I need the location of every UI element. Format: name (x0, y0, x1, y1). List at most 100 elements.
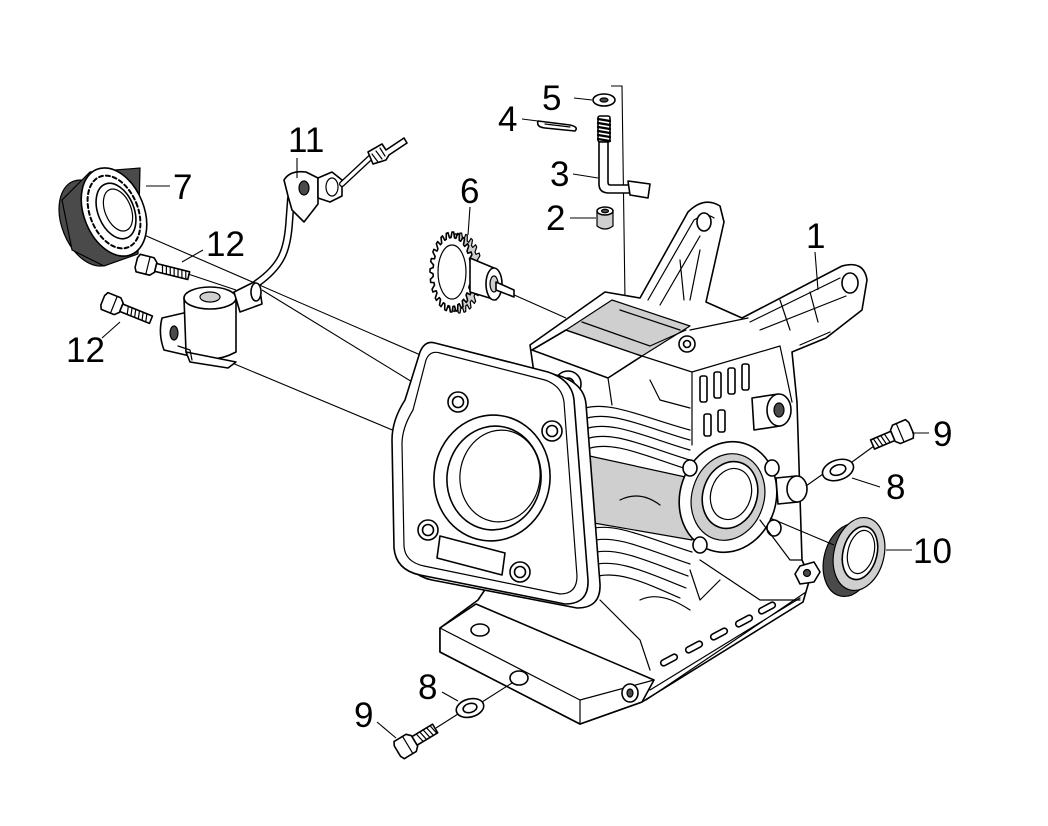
sensor-wire-inner (340, 154, 374, 186)
cooling-fin (583, 435, 691, 461)
flange-bolt-hole-inner (421, 523, 435, 537)
spring-coils (596, 117, 612, 143)
cylinder-bore-wall (459, 429, 541, 523)
leader-washer8-to-base (481, 682, 513, 703)
oil-pan-slot (757, 601, 777, 615)
callout-11: 11 (288, 121, 324, 160)
cooling-fin (582, 425, 691, 451)
part-12-bolt-upper (134, 253, 191, 281)
bolt-shank (411, 723, 439, 746)
callout-12-lower: 12 (66, 331, 105, 370)
bearing-boss-inner (709, 467, 753, 521)
bolt-head (100, 291, 124, 316)
callout-8-bottom: 8 (418, 668, 437, 707)
bolt-head-edge (401, 735, 414, 755)
part-9-bolt-bottom (393, 723, 439, 760)
leader-bearing-to-case (127, 227, 433, 361)
boss-bolt-hole (692, 536, 708, 554)
governor-shaft-hole (682, 339, 692, 349)
callout-leaders (101, 97, 929, 739)
sensor-top-boss (199, 291, 221, 303)
callout-8-right: 8 (886, 468, 905, 507)
leader-sensor-to-case (261, 289, 423, 389)
callout-leader-12-upper (181, 249, 204, 263)
frame-slot (717, 409, 726, 433)
bolt-head-edge (109, 295, 118, 314)
bolt-head-edge (895, 422, 905, 443)
shaft-paddle (627, 180, 651, 199)
mounting-arm-right (689, 277, 847, 346)
bolt-shank (153, 262, 191, 281)
base-hole (470, 623, 490, 637)
oil-pan-side (645, 591, 807, 701)
short-leader-lines (187, 273, 875, 729)
bearing-bore (102, 188, 134, 232)
bolt-thread (872, 433, 891, 448)
terminal-ribs (371, 147, 386, 163)
cylinder-flange-inner (401, 351, 578, 595)
part-7-ball-bearing (58, 167, 148, 267)
callout-leader-6 (467, 206, 471, 236)
part-3-governor-shaft (598, 141, 651, 199)
bearing-ball-track (86, 174, 142, 250)
part-6-governor-gear (429, 231, 515, 314)
frame-slot (741, 363, 750, 391)
side-boss-end (786, 475, 808, 503)
washer-hole (599, 97, 609, 103)
flange-bolt-hole-inner (451, 395, 465, 409)
part-12-bolt-lower (100, 291, 154, 325)
gear-spindle (495, 281, 515, 298)
lower-casing-edge (689, 519, 803, 601)
sensor-terminal (367, 137, 408, 165)
callout-6: 6 (460, 172, 479, 211)
top-cavity-edge (581, 309, 687, 347)
seal-bore (846, 529, 876, 575)
leader-bolt12-to-sensor (187, 273, 237, 291)
part-2-bushing (596, 206, 614, 230)
part-11-oil-sensor-cable (252, 137, 408, 288)
governor-gear-teeth (429, 231, 475, 313)
mounting-arm-left-hole (696, 212, 712, 232)
sensor-foot (185, 351, 237, 369)
bushing-hole (600, 208, 610, 214)
cable-nut-face (325, 177, 339, 197)
gear-face-ring (437, 244, 467, 300)
frame-slot (727, 367, 736, 395)
leader-bolt9-to-washer8 (851, 445, 875, 463)
base-hole (509, 670, 529, 686)
cylinder-flange (391, 341, 601, 609)
part-5-washer (592, 93, 616, 107)
arm-web (679, 249, 819, 331)
callout-leader-12-lower (101, 321, 121, 339)
oil-pan-slot (684, 640, 704, 654)
oil-pan-slot (709, 627, 729, 641)
callout-3: 3 (550, 155, 569, 194)
callout-leader-8-bottom (441, 691, 459, 702)
boss-bolt-hole (764, 459, 780, 477)
frame-slot (699, 375, 708, 403)
callout-4: 4 (498, 100, 517, 139)
part-10-oil-seal (822, 516, 886, 598)
cooling-fin (584, 445, 691, 471)
sensor-foot-lip (177, 345, 193, 361)
sensor-mount-hole (169, 325, 179, 341)
callout-10: 10 (913, 532, 952, 571)
bolt-head (134, 253, 158, 276)
callout-leader-8-right (851, 477, 881, 488)
cable-clip-eye (298, 180, 310, 196)
leader-shaft-axis (611, 85, 626, 301)
leader-bolt9-to-washer8-bottom (435, 713, 459, 729)
shaft-rod (598, 141, 631, 194)
cable-clip (283, 170, 319, 223)
drain-boss-hole (802, 568, 812, 578)
flange-slot (436, 535, 506, 576)
callout-leader-1 (814, 251, 819, 291)
bolt-thread (126, 305, 148, 323)
flange-bolt-hole-inner (513, 565, 527, 579)
callout-9-bottom: 9 (354, 696, 373, 735)
part-8-washer-right (821, 458, 855, 482)
callout-9-right: 9 (933, 415, 952, 454)
crank-web (599, 495, 691, 671)
leader-seal-to-boss (769, 517, 835, 546)
